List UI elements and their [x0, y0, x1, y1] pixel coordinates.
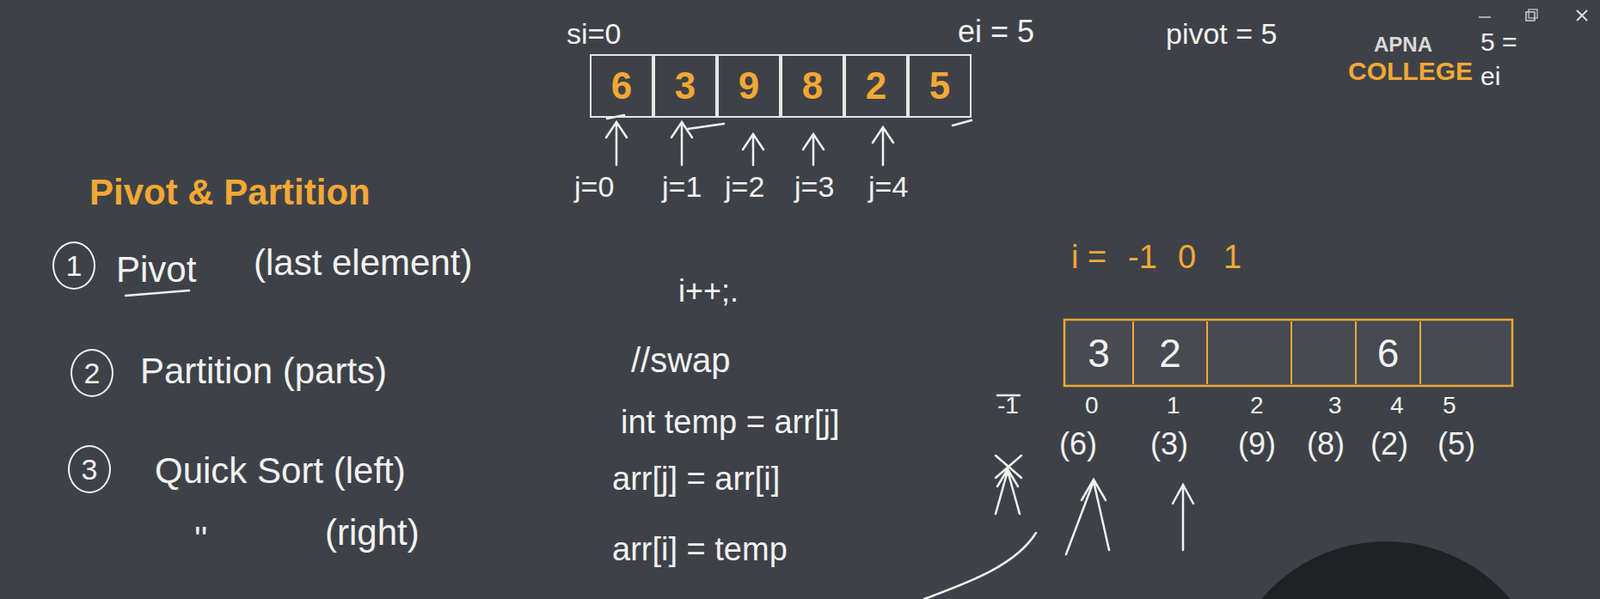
step-circle: 2: [70, 349, 114, 398]
code-line: arr[j] = arr[i]: [612, 460, 780, 499]
node-text: 3: [674, 64, 696, 108]
code-line: arr[i] = temp: [612, 531, 788, 570]
slide-heading: Pivot & Partition: [89, 171, 371, 214]
watermark: APNA: [1373, 32, 1433, 57]
node-text: 1: [66, 249, 83, 283]
step-text: Partition (parts): [140, 350, 387, 393]
node-text: 3: [1087, 330, 1110, 377]
pointer-value: 1: [1223, 239, 1242, 277]
index-number: -1: [997, 392, 1019, 420]
array-cell: 3: [653, 54, 718, 118]
partition-cell: 3: [1064, 319, 1134, 387]
array-value: (6): [1059, 426, 1098, 462]
node-text: 6: [1377, 330, 1400, 377]
pointer-value: i =: [1071, 239, 1107, 277]
step-text: (right): [324, 512, 420, 554]
index-number: 0: [1085, 392, 1099, 420]
step-circle: 1: [52, 241, 96, 290]
pointer-value: 0: [1177, 239, 1196, 277]
node-text: 2: [865, 64, 887, 108]
watermark: COLLEGE: [1348, 56, 1473, 87]
scribble-note: 5 =: [1480, 27, 1518, 58]
code-line: int temp = arr[j]: [620, 404, 840, 442]
code-line: i++;.: [678, 273, 739, 309]
array-cell: 5: [907, 54, 972, 118]
index-number: 2: [1250, 392, 1264, 420]
pointer-label: j=3: [794, 170, 834, 204]
step-circle: 3: [67, 445, 111, 494]
array-cell: 6: [589, 54, 654, 118]
index-number: 3: [1328, 392, 1343, 420]
index-label: ei = 5: [957, 13, 1035, 50]
node-text: 2: [84, 356, 101, 391]
array-cell: 9: [717, 54, 781, 118]
array-value: (8): [1306, 426, 1345, 462]
pivot-note: pivot = 5: [1165, 17, 1277, 51]
pointer-label: j=0: [574, 170, 614, 204]
index-label: si=0: [566, 17, 621, 51]
partition-cell: 6: [1355, 319, 1421, 387]
array-value: (5): [1437, 426, 1476, 462]
array-cell: 8: [780, 54, 845, 118]
node-text: 9: [738, 64, 760, 108]
pointer-label: j=2: [724, 170, 765, 204]
partition-cell: 2: [1133, 319, 1208, 387]
pointer-value: -1: [1127, 239, 1158, 277]
index-number: 1: [1166, 392, 1181, 420]
code-line: //swap: [631, 340, 731, 381]
pointer-label: j=1: [662, 170, 702, 204]
array-value: (3): [1150, 426, 1189, 462]
array-value: (2): [1370, 426, 1409, 462]
node-text: 8: [802, 64, 823, 108]
scribble-note: ei: [1480, 61, 1501, 92]
node-text: 6: [611, 64, 632, 108]
array-value: (9): [1238, 426, 1276, 462]
pointer-label: j=4: [868, 170, 908, 204]
index-number: 4: [1390, 392, 1404, 420]
node-text: 5: [929, 64, 951, 108]
node-text: 2: [1158, 330, 1182, 377]
step-text: Quick Sort (left): [154, 450, 406, 492]
step-text: '': [194, 519, 208, 559]
index-number: 5: [1442, 392, 1457, 420]
step-text: Pivot: [116, 249, 197, 291]
step-text: (last element): [253, 242, 473, 284]
node-text: 3: [81, 453, 99, 487]
array-cell: 2: [844, 54, 908, 118]
